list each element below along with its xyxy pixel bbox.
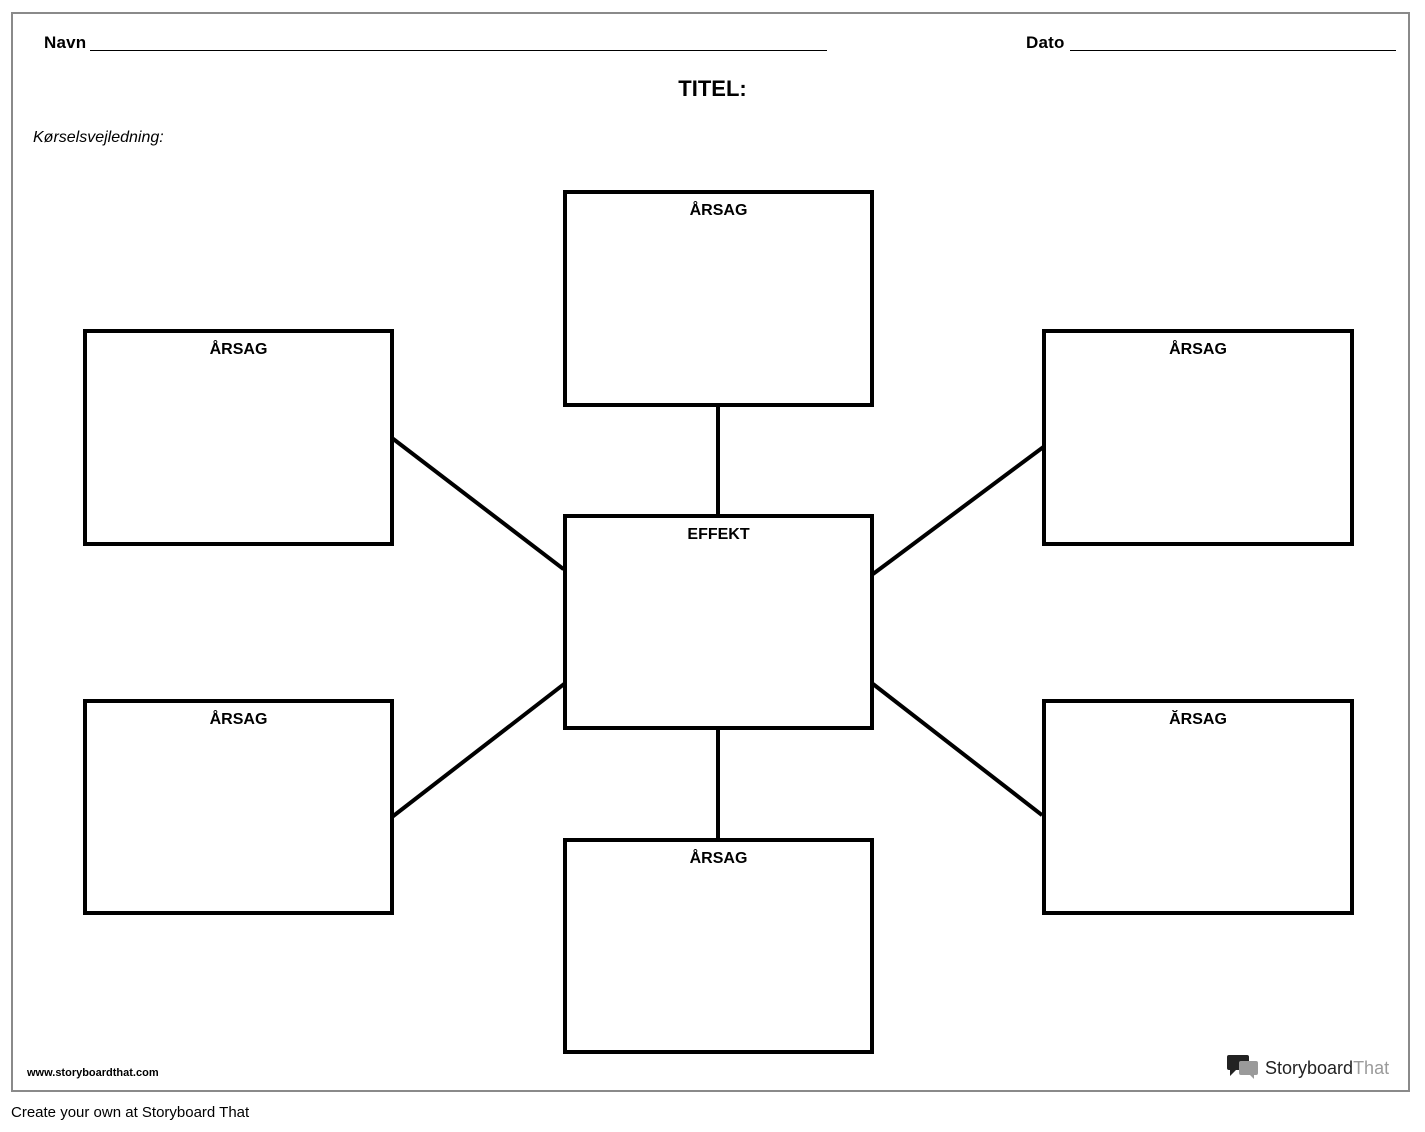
cause-box-bottom[interactable]: ÅRSAG xyxy=(563,838,874,1054)
cause-box-top-left[interactable]: ÅRSAG xyxy=(83,329,394,546)
date-label: Dato xyxy=(1026,33,1065,52)
cause-box-bottom-right[interactable]: ĂRSAG xyxy=(1042,699,1354,915)
cause-label: ÅRSAG xyxy=(689,202,748,219)
date-line[interactable] xyxy=(1070,50,1396,51)
connector-top xyxy=(716,405,720,515)
cause-label: ÅRSAG xyxy=(209,711,268,728)
cause-box-bottom-left[interactable]: ÅRSAG xyxy=(83,699,394,915)
speech-bubbles-icon xyxy=(1227,1053,1259,1084)
instructions-label: Kørselsvejledning: xyxy=(33,129,164,146)
effect-label: EFFEKT xyxy=(687,526,750,543)
site-url[interactable]: www.storyboardthat.com xyxy=(27,1067,159,1079)
connector-bottom xyxy=(716,728,720,839)
cause-label: ÅRSAG xyxy=(209,341,268,358)
name-label: Navn xyxy=(44,33,87,52)
cause-label: ÅRSAG xyxy=(689,850,748,867)
cause-label: ĂRSAG xyxy=(1169,711,1227,728)
name-line[interactable] xyxy=(90,50,827,51)
cause-box-top-right[interactable]: ÅRSAG xyxy=(1042,329,1354,546)
create-link[interactable]: Create your own at Storyboard That xyxy=(11,1104,250,1121)
brand-name-part2: That xyxy=(1353,1057,1390,1078)
cause-box-top[interactable]: ÅRSAG xyxy=(563,190,874,407)
cause-label: ÅRSAG xyxy=(1169,341,1227,358)
brand-name: StoryboardThat xyxy=(1265,1058,1389,1079)
page-title: TITEL: xyxy=(678,76,747,101)
brand-logo[interactable]: StoryboardThat xyxy=(1227,1053,1389,1084)
effect-box[interactable]: EFFEKT xyxy=(563,514,874,730)
brand-name-part1: Storyboard xyxy=(1265,1057,1354,1078)
